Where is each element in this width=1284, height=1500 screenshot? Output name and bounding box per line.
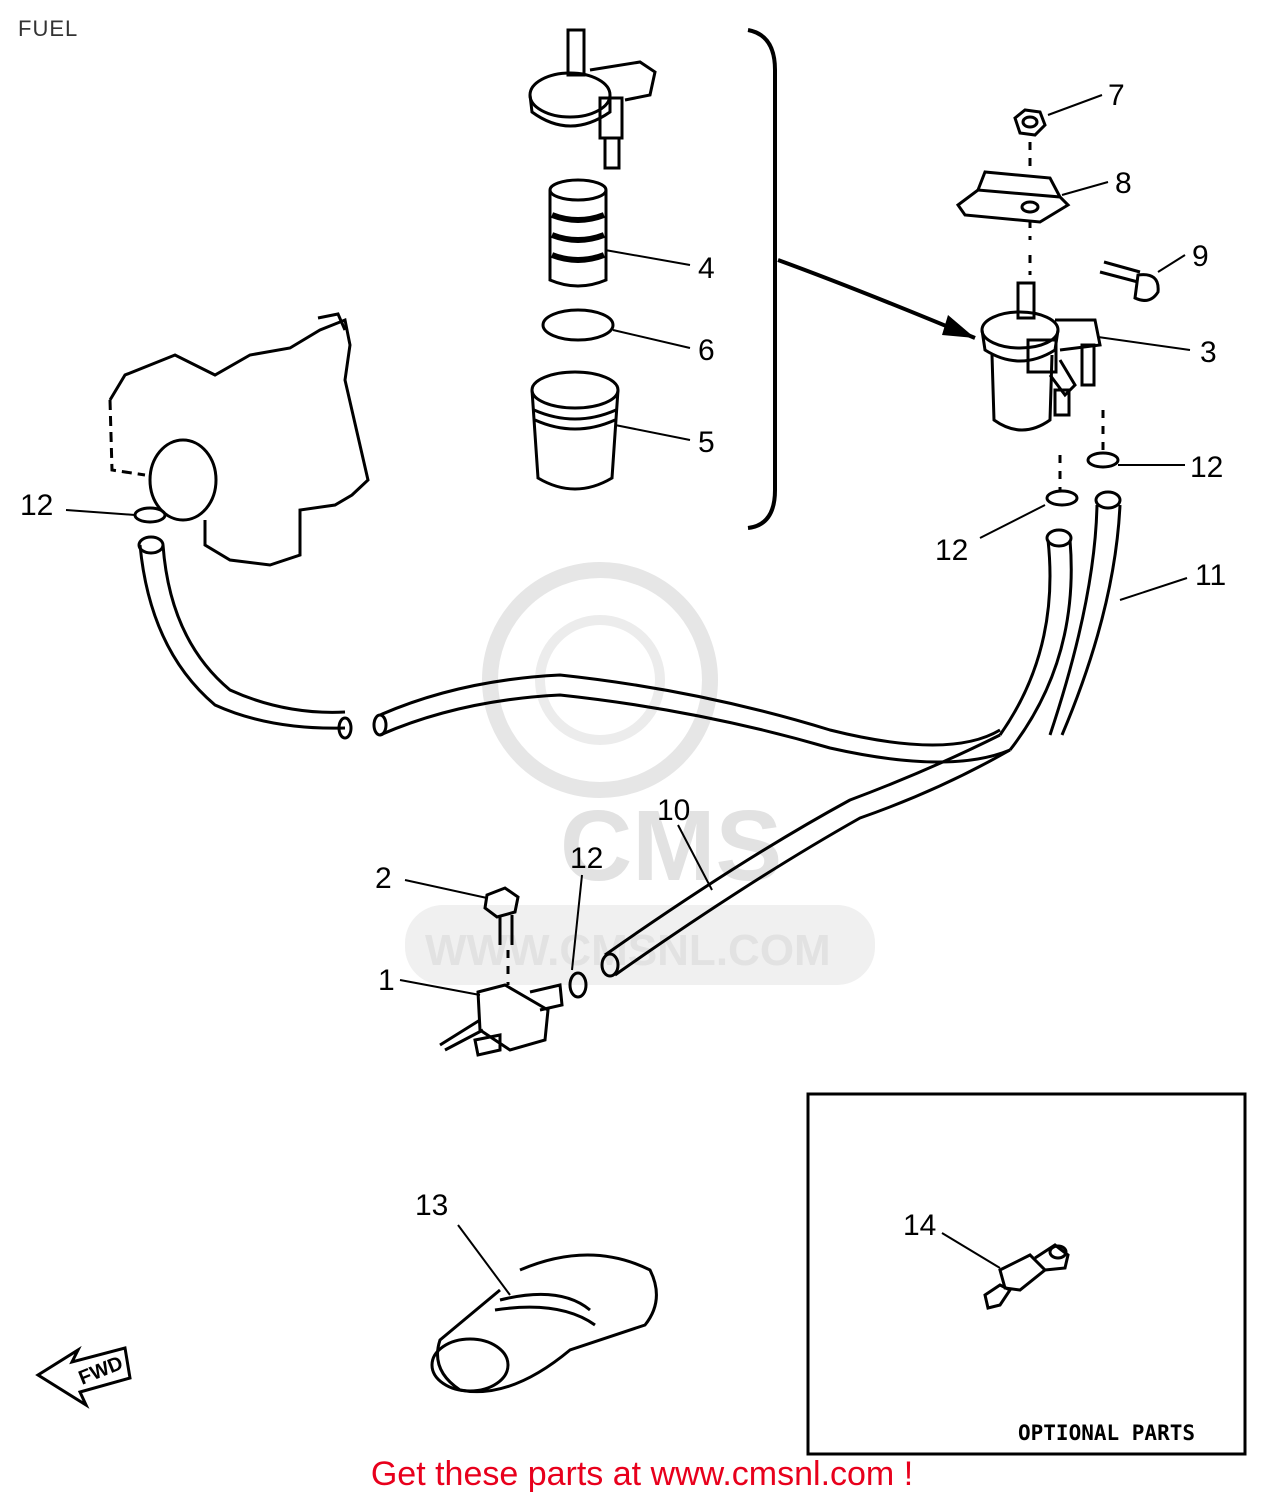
callout-12a: 12 [1190, 451, 1223, 484]
optional-parts-box [806, 1092, 1247, 1456]
callout-13: 13 [415, 1189, 448, 1222]
fuel-hose-part [137, 490, 1122, 764]
callout-8: 8 [1115, 167, 1132, 200]
callout-14: 14 [903, 1209, 936, 1242]
callout-3: 3 [1200, 336, 1217, 369]
optional-parts-label: OPTIONAL PARTS [1018, 1421, 1195, 1445]
callout-6: 6 [698, 334, 715, 367]
callout-2: 2 [375, 862, 392, 895]
filter-cup-part [530, 370, 620, 491]
callout-1: 1 [378, 964, 395, 997]
callout-5: 5 [698, 426, 715, 459]
watermark-brand: CMS [560, 790, 782, 902]
nut-part [1013, 108, 1047, 137]
carburetor-part [108, 312, 370, 567]
fuel-joint-part [439, 983, 564, 1057]
optional-fitting-part [983, 1243, 1070, 1310]
callout-12d: 12 [570, 842, 603, 875]
callout-12c: 12 [935, 534, 968, 567]
leader-lines [65, 94, 1191, 1296]
hose-10-part [600, 733, 1011, 978]
filter-element-part [548, 178, 608, 288]
boot-part [430, 1253, 658, 1394]
watermark: CMS WWW.CMSNL.COM [405, 562, 875, 985]
fuel-filter-assembly-part [980, 281, 1102, 432]
bolt-2-part [483, 886, 520, 945]
callout-11: 11 [1195, 559, 1226, 592]
bracket-part [955, 170, 1071, 224]
filter-head-part [528, 28, 657, 170]
bolt-part [1099, 260, 1160, 302]
callout-10: 10 [657, 794, 690, 827]
page-title: FUEL [18, 16, 79, 41]
bracket-arrow-head [942, 315, 975, 338]
group-bracket [747, 28, 777, 530]
callout-4: 4 [698, 252, 715, 285]
fwd-arrow: FWD [35, 1345, 132, 1409]
o-ring-part [541, 308, 615, 342]
footer-promo-link[interactable]: Get these parts at www.cmsnl.com ! [370, 1455, 914, 1493]
callout-7: 7 [1108, 79, 1125, 112]
callout-9: 9 [1192, 240, 1209, 273]
callout-12b: 12 [20, 489, 53, 522]
